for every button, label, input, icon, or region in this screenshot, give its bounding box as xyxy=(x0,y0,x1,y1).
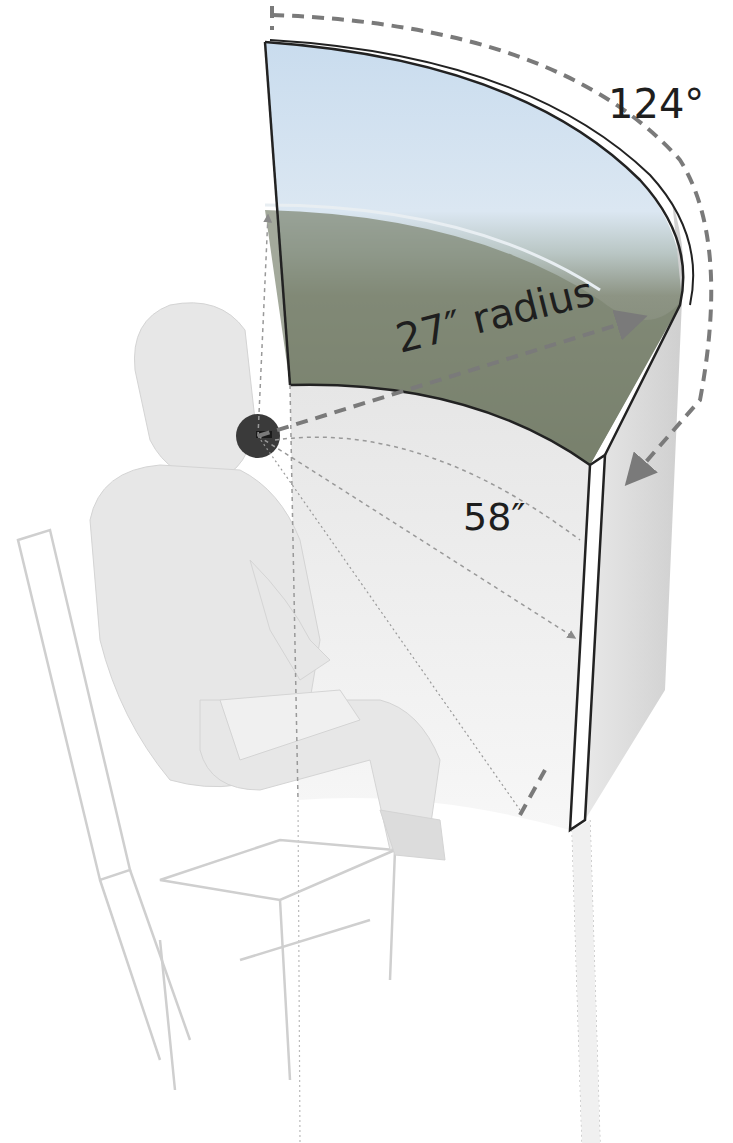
dimension-label: 124° xyxy=(608,84,704,124)
dimension-label: 58″ xyxy=(463,498,526,536)
